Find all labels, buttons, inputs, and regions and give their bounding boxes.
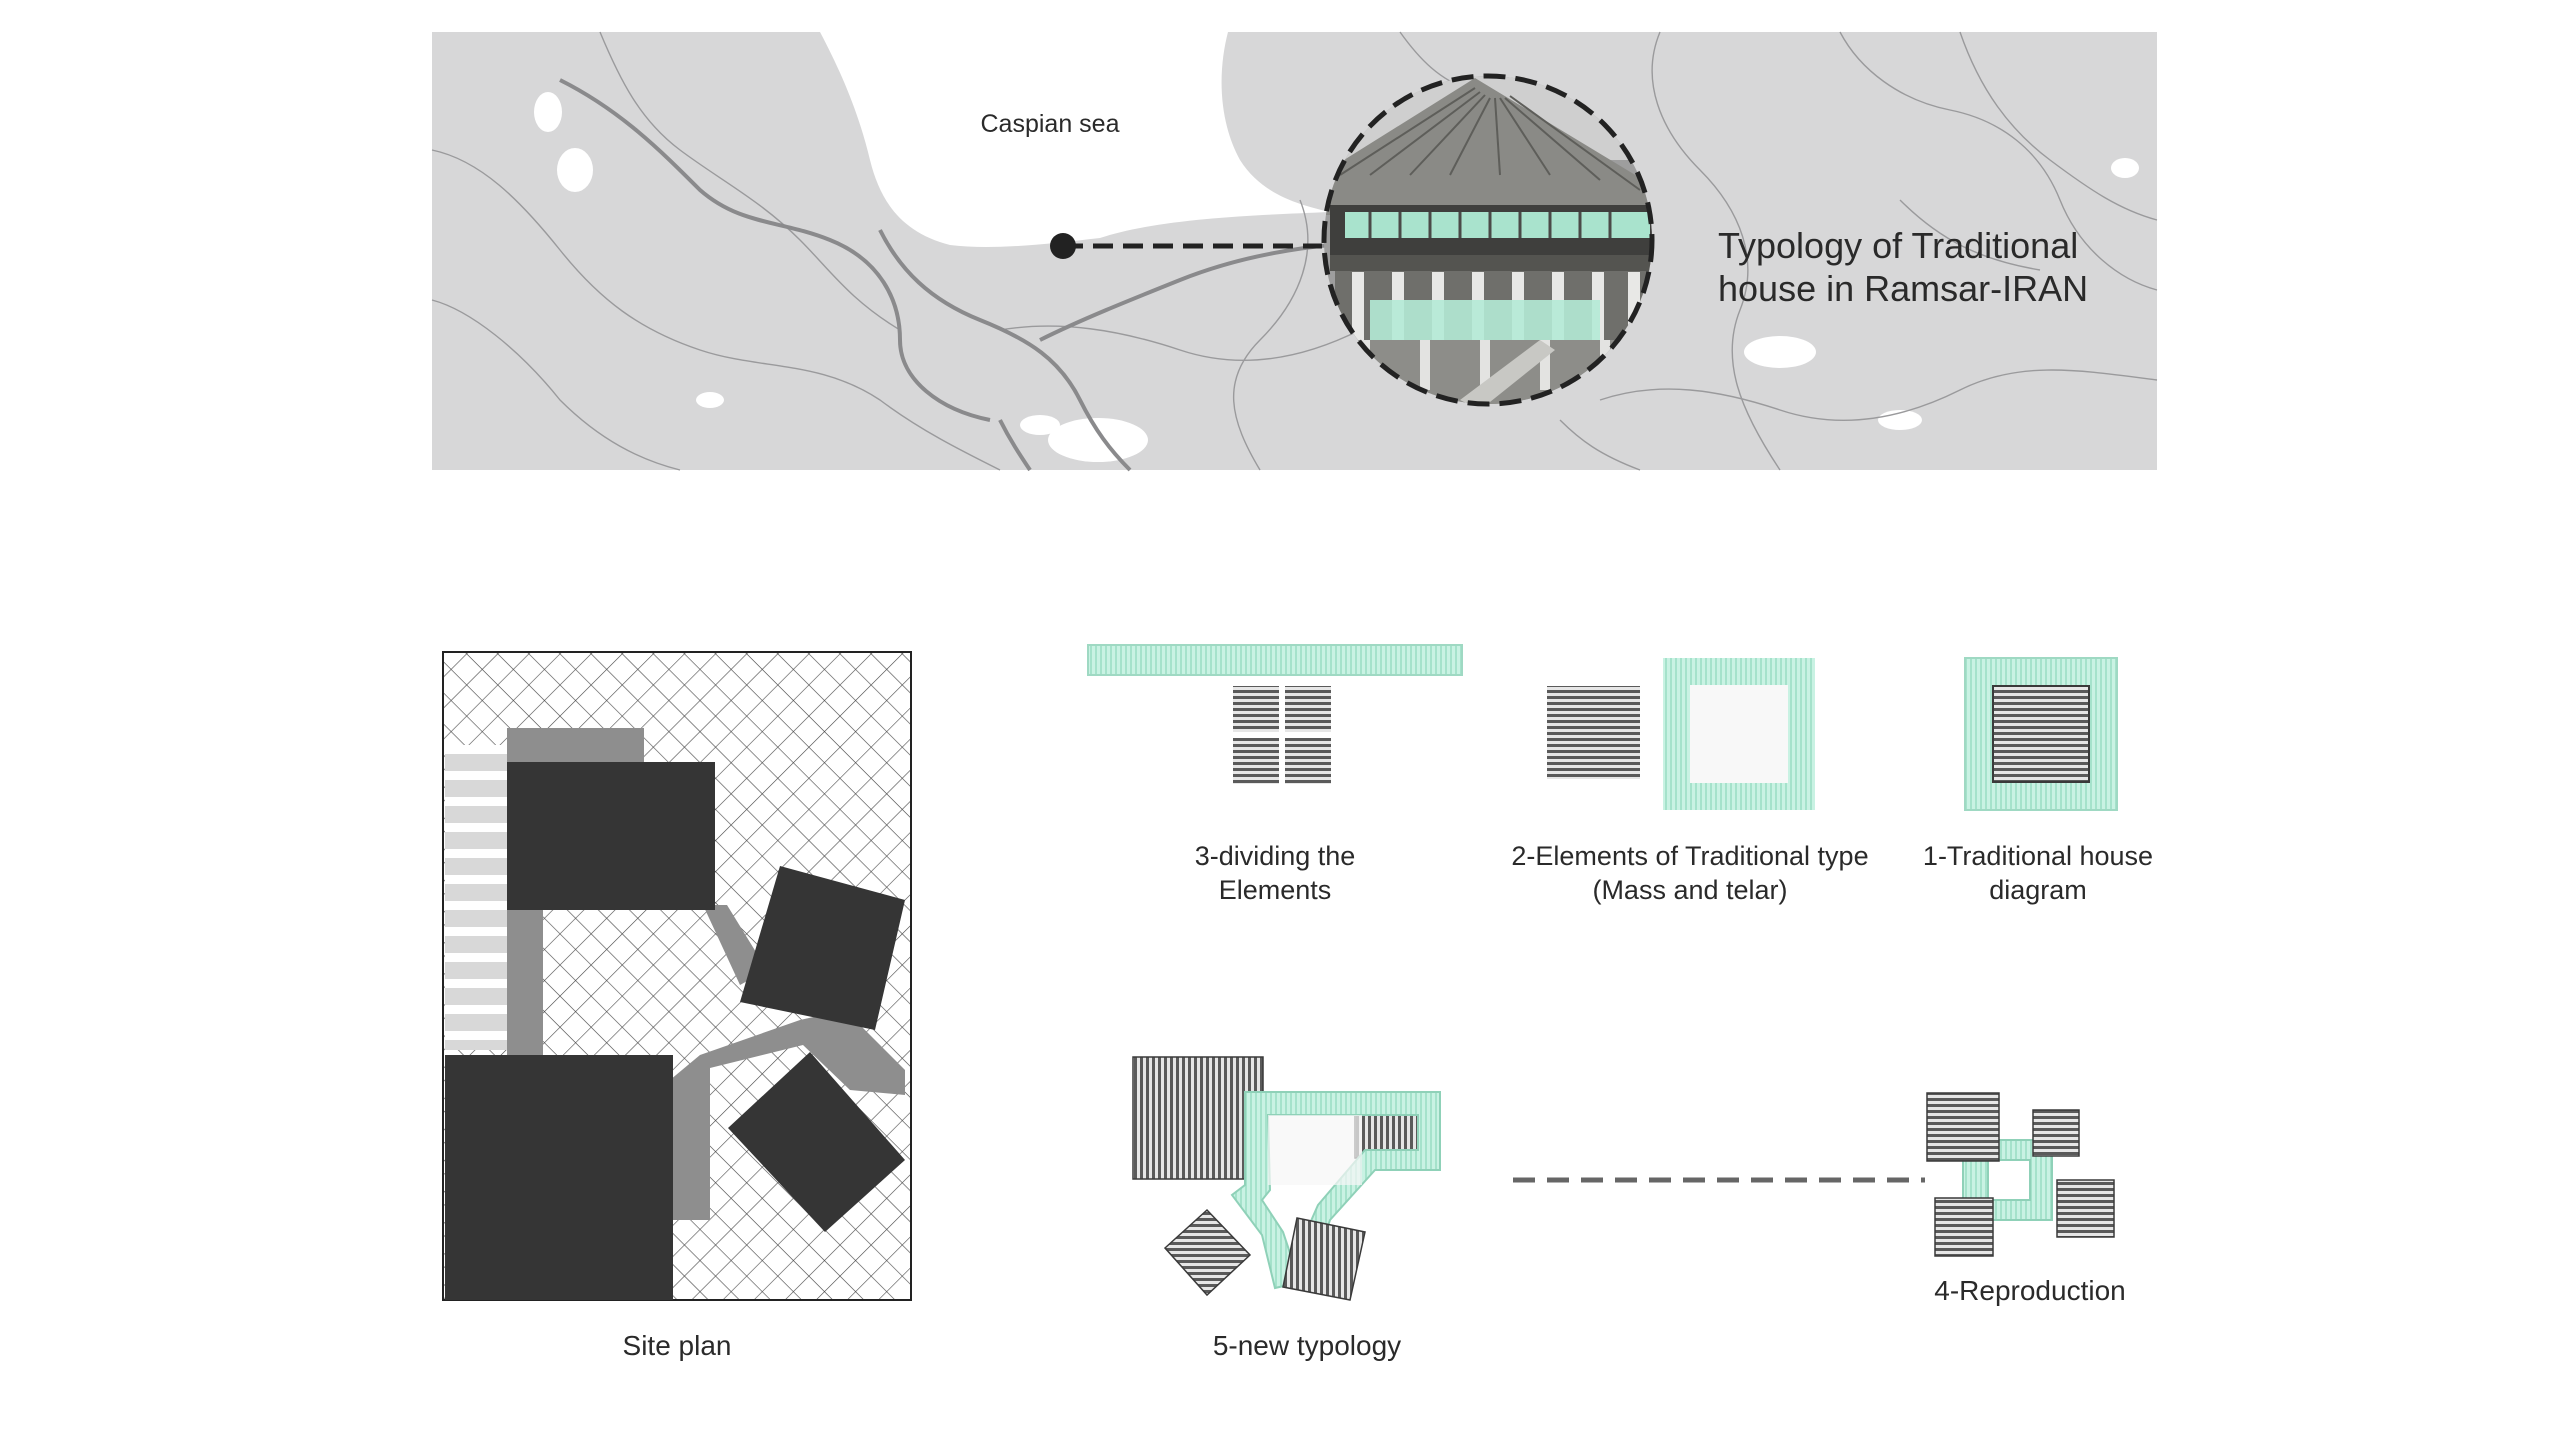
step3-block-1 <box>1233 686 1279 732</box>
step1-mass <box>1992 685 2090 783</box>
site-path-top <box>507 728 644 766</box>
site-plan: Site plan <box>442 651 912 1361</box>
map-title-line1: Typology of Traditional <box>1718 225 2078 266</box>
step-4-reproduction: 4-Reproduction <box>1926 1092 2126 1306</box>
step1-label-line1: 1-Traditional house <box>1923 841 2153 871</box>
step2-mass <box>1547 686 1640 779</box>
step4-mass-1 <box>1926 1092 2000 1162</box>
step4-mass-3 <box>2056 1179 2115 1238</box>
step-5-new-typology: 5-new typology <box>1132 1056 1441 1361</box>
map-lakes <box>534 92 2139 462</box>
step2-telar-void <box>1690 685 1788 783</box>
site-path-lower <box>670 1010 905 1220</box>
site-mass-2 <box>445 1055 673 1300</box>
step4-mass-2 <box>2032 1109 2080 1157</box>
sea-label: Caspian sea <box>981 110 1120 138</box>
step-1-house-diagram: 1-Traditional house diagram <box>1923 657 2153 905</box>
step5-mass-3 <box>1163 1208 1252 1297</box>
step5-mass-4 <box>1282 1217 1366 1301</box>
photo-frame <box>1321 73 1655 407</box>
house-photo <box>1324 76 1652 404</box>
caspian-sea <box>820 32 1330 248</box>
step3-label-line1: 3-dividing the <box>1195 841 1356 871</box>
step1-label-line2: diagram <box>1989 875 2087 905</box>
step-3-dividing: 3-dividing the Elements <box>1087 644 1463 905</box>
location-map: Caspian sea <box>431 31 2158 472</box>
step5-mass-1 <box>1132 1056 1264 1180</box>
step2-label-line2: (Mass and telar) <box>1592 875 1787 905</box>
map-title-line2: house in Ramsar-IRAN <box>1718 268 2088 309</box>
site-mass-1 <box>507 762 715 910</box>
site-mass-3 <box>740 866 905 1030</box>
site-plan-label: Site plan <box>623 1330 732 1361</box>
step5-court <box>1268 1115 1362 1185</box>
location-marker <box>1050 233 1076 259</box>
step3-telar-bar <box>1087 644 1463 676</box>
site-mass-4 <box>728 1052 905 1232</box>
step4-mass-4 <box>1934 1197 1994 1257</box>
step-2-elements: 2-Elements of Traditional type (Mass and… <box>1511 658 1869 905</box>
step3-label-line2: Elements <box>1219 875 1332 905</box>
step3-block-2 <box>1285 686 1331 732</box>
step4-label: 4-Reproduction <box>1934 1275 2125 1306</box>
step2-label-line1: 2-Elements of Traditional type <box>1511 841 1868 871</box>
site-path-left <box>507 905 543 1055</box>
site-ladder-strip <box>445 745 507 1050</box>
step5-label: 5-new typology <box>1213 1330 1401 1361</box>
step3-block-4 <box>1285 738 1331 784</box>
step3-block-3 <box>1233 738 1279 784</box>
